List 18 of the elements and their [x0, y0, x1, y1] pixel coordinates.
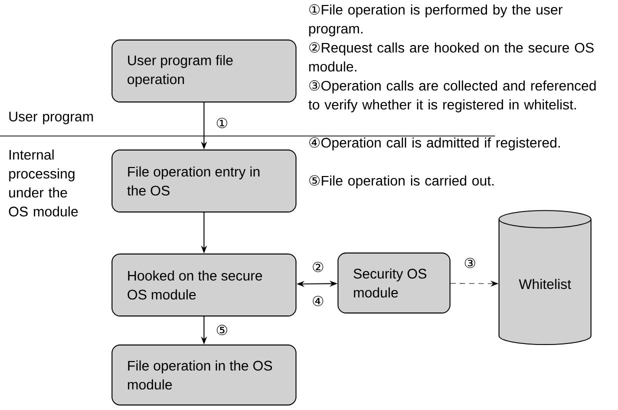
process-box: File operation in the OS module — [112, 344, 296, 406]
process-box: User program file operation — [112, 40, 296, 102]
database-cylinder: Whitelist — [498, 210, 592, 346]
note-text: ①File operation is performed by the user program. — [309, 4, 562, 36]
process-box: File operation entry in the OS — [112, 150, 296, 212]
layer-label: Internal processing under the OS module — [8, 150, 78, 216]
note-text: ⑤File operation is carried out. — [309, 175, 494, 188]
note-text: ③Operation calls are collected and referenced to verify whether it is registered in whitelist. — [308, 80, 596, 112]
edge-label: ① — [216, 118, 228, 128]
layer-label: User program — [9, 112, 93, 124]
edge-label: ② — [312, 262, 324, 272]
process-box: Security OS module — [338, 252, 450, 314]
note-text: ②Request calls are hooked on the secure OS module. — [309, 42, 594, 72]
edge-label: ③ — [464, 258, 476, 268]
note-text: ④Operation call is admitted if registered. — [309, 137, 560, 150]
process-box: Hooked on the secure OS module — [112, 254, 296, 316]
edge-label: ⑤ — [216, 324, 228, 336]
step-number: ④ — [312, 296, 324, 306]
